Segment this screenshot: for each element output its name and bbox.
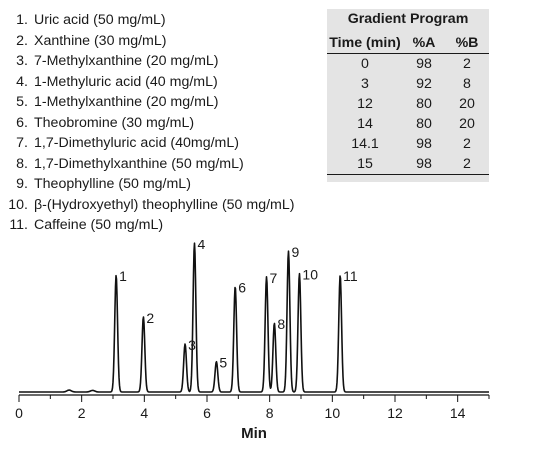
x-tick-label: 2 [78,405,86,421]
analyte-name: 1,7-Dimethyluric acid (40mg/mL) [34,135,239,151]
analyte-item: 1. Uric acid (50 mg/mL) [6,10,294,31]
analyte-number: 8. [16,155,28,172]
analyte-list: 1. Uric acid (50 mg/mL) 2. Xanthine (30 mg/… [6,10,294,236]
gradient-cell-a: 92 [416,76,432,92]
analyte-number: 4. [16,73,28,90]
gradient-header-time: Time (min) [327,32,403,54]
analyte-number: 6. [16,114,28,131]
peak-label: 4 [197,240,205,252]
gradient-cell-b: 2 [463,136,471,152]
peak-label: 10 [302,267,318,283]
gradient-cell-time: 0 [361,56,369,72]
gradient-row: 14 80 20 [327,114,489,134]
analyte-item: 2. Xanthine (30 mg/mL) [6,31,294,52]
gradient-cell-time: 12 [357,96,373,112]
analyte-number: 10. [8,196,28,213]
analyte-number: 3. [16,53,28,69]
gradient-cell-a: 80 [416,116,432,132]
analyte-name: Uric acid (50 mg/mL) [34,12,166,28]
analyte-name: Theobromine (30 mg/mL) [34,114,195,131]
gradient-cell-b: 2 [463,56,471,72]
gradient-row: 0 98 2 [327,54,489,75]
gradient-row: 3 92 8 [327,74,489,94]
analyte-number: 11. [9,217,28,233]
gradient-cell-a: 98 [416,56,432,72]
analyte-number: 7. [16,135,28,151]
gradient-header-row: Time (min) %A %B [327,32,489,54]
analyte-number: 9. [16,176,28,192]
peak-label: 3 [188,337,196,353]
analyte-item: 4. 1-Methyluric acid (40 mg/mL) [6,72,294,93]
gradient-cell-a: 98 [403,154,445,175]
analyte-name: β-(Hydroxyethyl) theophylline (50 mg/mL) [34,196,295,213]
x-axis-label: Min [241,425,267,442]
gradient-cell-time: 3 [361,76,369,92]
peak-label: 6 [238,279,246,295]
analyte-name: 7-Methylxanthine (20 mg/mL) [34,53,219,69]
gradient-title: Gradient Program [347,11,469,27]
gradient-cell-a: 80 [416,96,432,112]
analyte-item: 10. β-(Hydroxyethyl) theophylline (50 mg/… [6,195,294,216]
gradient-row: 12 80 20 [327,94,489,114]
chromatogram-trace [18,242,490,393]
analyte-item: 11. Caffeine (50 mg/mL) [6,215,294,236]
gradient-cell-time: 14.1 [351,136,379,152]
analyte-item: 7. 1,7-Dimethyluric acid (40mg/mL) [6,133,294,154]
gradient-cell-time: 15 [327,154,403,175]
analyte-number: 1. [16,12,28,28]
analyte-item: 9. Theophylline (50 mg/mL) [6,174,294,195]
analyte-name: 1,7-Dimethylxanthine (50 mg/mL) [34,155,244,172]
gradient-cell-b: 8 [463,76,471,92]
analyte-name: 1-Methyluric acid (40 mg/mL) [34,73,218,90]
analyte-item: 5. 1-Methylxanthine (20 mg/mL) [6,92,294,113]
x-tick-label: 0 [15,405,23,421]
peak-label: 11 [343,268,358,284]
gradient-cell-time: 14 [357,116,373,132]
analyte-item: 8. 1,7-Dimethylxanthine (50 mg/mL) [6,154,294,175]
x-tick-label: 12 [387,405,403,421]
x-tick-label: 8 [266,405,274,421]
peak-label: 9 [291,244,299,260]
peak-label: 1 [119,268,127,284]
analyte-name: Xanthine (30 mg/mL) [34,32,167,49]
gradient-header-b: %B [445,32,489,54]
gradient-cell-a: 98 [416,136,432,152]
x-tick-label: 4 [140,405,148,421]
analyte-name: Caffeine (50 mg/mL) [34,217,164,233]
peak-label: 2 [146,310,154,326]
peak-label: 8 [277,316,285,332]
gradient-cell-b: 20 [459,116,475,132]
gradient-cell-b: 20 [459,96,475,112]
analyte-number: 5. [16,94,28,110]
analyte-item: 6. Theobromine (30 mg/mL) [6,113,294,134]
analyte-number: 2. [16,32,28,49]
x-tick-label: 14 [450,405,466,421]
gradient-header-a: %A [403,32,445,54]
analyte-item: 3. 7-Methylxanthine (20 mg/mL) [6,51,294,72]
analyte-name: Theophylline (50 mg/mL) [34,176,191,192]
peak-label: 7 [270,270,278,286]
x-tick-label: 10 [325,405,341,421]
gradient-cell-b: 2 [445,154,489,175]
gradient-row: 14.1 98 2 [327,134,489,154]
analyte-name: 1-Methylxanthine (20 mg/mL) [34,94,219,110]
x-tick-label: 6 [203,405,211,421]
peak-label: 5 [219,355,227,371]
